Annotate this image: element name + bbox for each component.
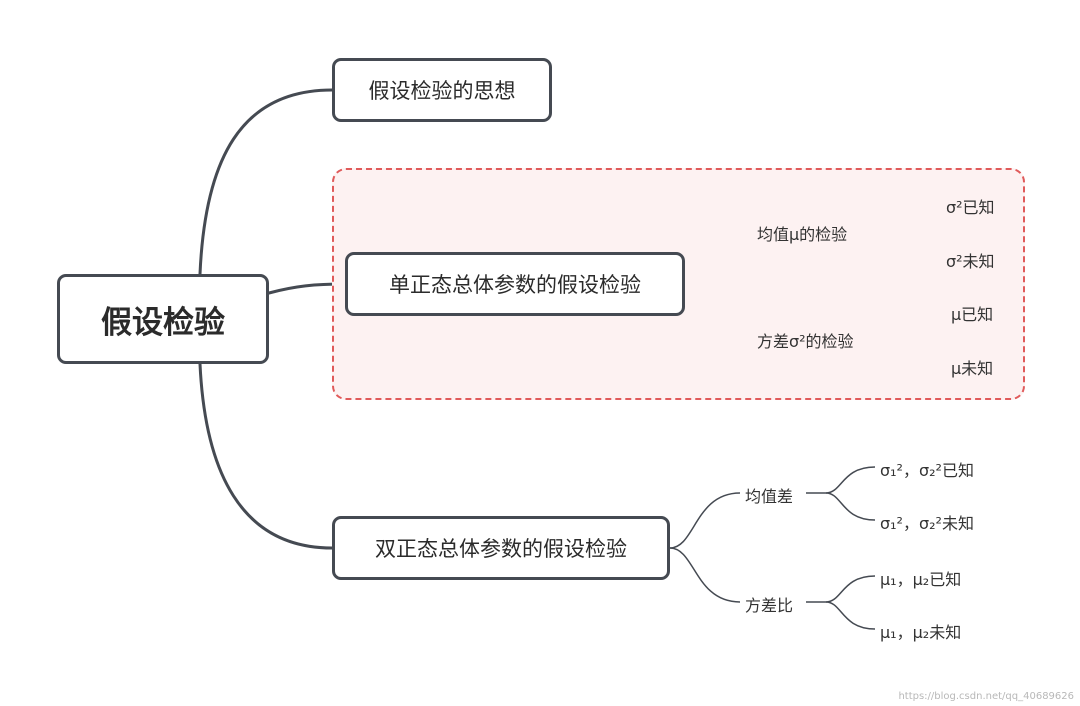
subtopic-mean-difference[interactable]: 均值差 [745, 487, 794, 506]
leaf-sigma-unknown[interactable]: σ²未知 [946, 252, 995, 271]
subtopic-variance-ratio[interactable]: 方差比 [745, 596, 794, 615]
edge-root-to-branch-1 [198, 88, 334, 276]
watermark: https://blog.csdn.net/qq_40689626 [898, 691, 1074, 702]
leaf-mu-known[interactable]: μ已知 [951, 305, 994, 324]
leaf-sigmas-known[interactable]: σ₁²，σ₂²已知 [880, 461, 974, 480]
edge-mean-diff-to-leaf-2 [825, 492, 876, 521]
edge-mean-diff-to-leaf-1 [825, 466, 876, 494]
leaf-mus-known[interactable]: μ₁，μ₂已知 [880, 570, 962, 589]
leaf-mu-unknown[interactable]: μ未知 [951, 359, 994, 378]
subtopic-variance-test[interactable]: 方差σ²的检验 [757, 332, 854, 351]
leaf-sigma-known[interactable]: σ²已知 [946, 198, 995, 217]
branch-node-two-normal[interactable]: 双正态总体参数的假设检验 [332, 516, 670, 580]
edge-variance-ratio-to-leaf-2 [825, 601, 876, 630]
edge-root-to-branch-3 [198, 362, 334, 550]
edge-variance-ratio-to-leaf-1 [825, 575, 876, 603]
edge-branch-3-to-mean-diff [669, 492, 741, 549]
branch-node-single-normal[interactable]: 单正态总体参数的假设检验 [345, 252, 685, 316]
edge-branch-3-to-variance-ratio [669, 547, 741, 603]
leaf-sigmas-unknown[interactable]: σ₁²，σ₂²未知 [880, 514, 974, 533]
subtopic-mean-test[interactable]: 均值μ的检验 [757, 225, 848, 244]
branch-node-hypothesis-idea[interactable]: 假设检验的思想 [332, 58, 552, 122]
root-node[interactable]: 假设检验 [57, 274, 269, 364]
leaf-mus-unknown[interactable]: μ₁，μ₂未知 [880, 623, 962, 642]
